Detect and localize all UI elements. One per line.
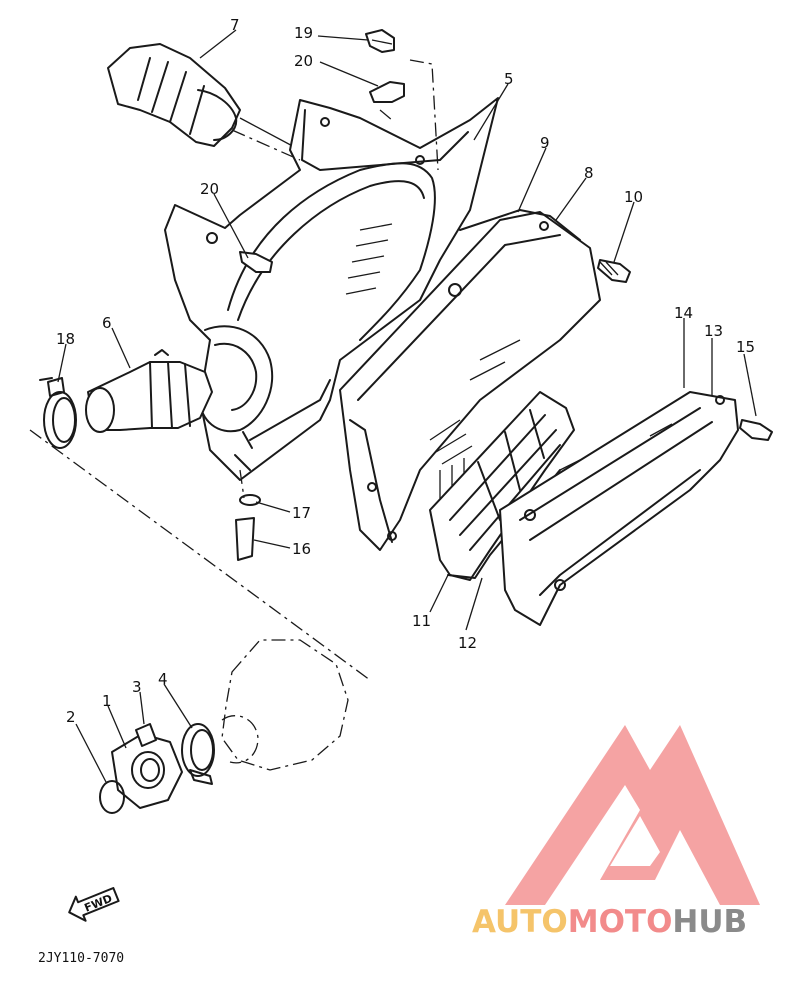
drain-hose-part-16: [235, 517, 255, 561]
screw-part-10: [597, 259, 631, 283]
filter-element-part-14: [499, 391, 739, 626]
o-ring-part-2: [99, 780, 125, 814]
callout-6: 6: [102, 314, 112, 332]
callout-3: 3: [132, 678, 142, 696]
callout-12: 12: [458, 634, 477, 652]
automotohub-logo: AUTOMOTOHUB: [472, 725, 760, 940]
clamp-part-18: [39, 377, 77, 449]
watermark-hub: HUB: [672, 904, 747, 940]
callout-9: 9: [540, 134, 550, 152]
watermark-moto: MOTO: [568, 904, 673, 940]
callout-11: 11: [412, 612, 431, 630]
callout-15: 15: [736, 338, 755, 356]
screw-part-15: [739, 419, 773, 441]
callout-16: 16: [292, 540, 311, 558]
callout-20-upper: 20: [294, 52, 313, 70]
intake-duct-part-7: [107, 43, 301, 151]
bolt-part-20-upper: [369, 81, 405, 103]
callout-18: 18: [56, 330, 75, 348]
carb-joint-part-1: [111, 733, 183, 809]
logo-triangle-mark: [505, 725, 760, 905]
callout-17: 17: [292, 504, 311, 522]
leader-lines: [57, 29, 757, 783]
air-filter-case-part-5: [164, 97, 499, 481]
callout-1: 1: [102, 692, 112, 710]
callout-19: 19: [294, 24, 313, 42]
callout-13: 13: [704, 322, 723, 340]
diagram-code: 2JY110-7070: [38, 951, 124, 966]
carburetor-outline: [221, 639, 349, 771]
callout-8: 8: [584, 164, 594, 182]
callout-7: 7: [230, 16, 240, 34]
callout-labels: 7 19 20 5 9 8 10 20 6 18 14 13 15 17 16 …: [56, 16, 755, 726]
fwd-arrow: FWD: [68, 887, 120, 922]
callout-14: 14: [674, 304, 693, 322]
clamp-part-4: [181, 723, 215, 785]
screw-part-3: [135, 723, 157, 747]
callout-5: 5: [504, 70, 514, 88]
callout-2: 2: [66, 708, 76, 726]
callout-4: 4: [158, 670, 168, 688]
fwd-label: FWD: [83, 892, 115, 915]
centerlines: [29, 59, 439, 681]
svg-text:AUTOMOTOHUB: AUTOMOTOHUB: [472, 904, 747, 940]
case-cap-part-8: [339, 209, 601, 551]
watermark-auto: AUTO: [472, 904, 568, 940]
joint-part-6: [85, 349, 213, 433]
callout-10: 10: [624, 188, 643, 206]
clip-part-17: [239, 494, 261, 506]
callout-20-lower: 20: [200, 180, 219, 198]
bolt-part-19: [365, 29, 395, 53]
